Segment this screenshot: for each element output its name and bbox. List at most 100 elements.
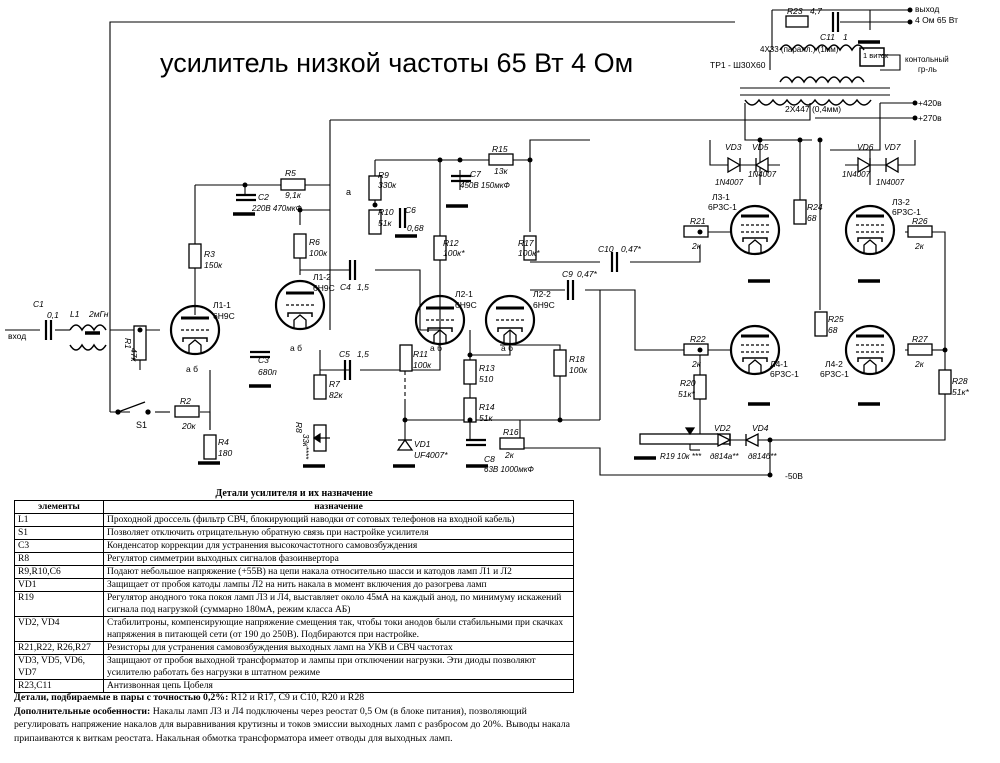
r12-label: R12 (443, 238, 459, 248)
vd4-label: VD4 (752, 423, 769, 433)
c7-value: 450В 150мкФ (460, 181, 511, 190)
vd3-type: 1N4007 (715, 178, 744, 187)
l42-type: 6Р3С-1 (820, 369, 849, 379)
l1-label: L1 (70, 309, 80, 319)
r20-value: 51к* (678, 389, 695, 399)
element-cell: S1 (14, 526, 104, 540)
l11-type: 6Н9С (213, 311, 235, 321)
r25-value: 68 (828, 325, 838, 335)
element-cell: VD3, VD5, VD6, VD7 (14, 654, 104, 680)
r23-value: 4,7 (810, 6, 822, 16)
l1-value: 2мГн (88, 309, 109, 319)
c4-label: C4 (340, 282, 351, 292)
r20-label: R20 (680, 378, 696, 388)
r18-label: R18 (569, 354, 585, 364)
r4-value: 180 (218, 448, 232, 458)
parts-table-section: Детали усилителя и их назначение элемент… (14, 487, 574, 693)
r7-label: R7 (329, 379, 340, 389)
secondary-winding-label: 4Х33 (паралл.) (1мм) (760, 45, 839, 54)
feedback-winding-label: 1 виток (863, 51, 889, 60)
r21-label: R21 (690, 216, 706, 226)
r8-label: R8 (294, 422, 304, 433)
r24-value: 68 (807, 213, 817, 223)
r15-label: R15 (492, 144, 508, 154)
r5-label: R5 (285, 168, 296, 178)
l12-pins: а б (290, 343, 302, 353)
c9-label: C9 (562, 269, 573, 279)
r28-label: R28 (952, 376, 968, 386)
r27-value: 2к (914, 359, 925, 369)
transformer-label: ТР1 - Ш30Х60 (710, 60, 766, 70)
r28-value: 51к* (952, 387, 969, 397)
column-header-purpose: назначение (103, 500, 574, 514)
vd7-label: VD7 (884, 142, 901, 152)
extra-features-text: Накалы ламп Л3 и Л4 подключены через рео… (14, 705, 570, 744)
c1-label: C1 (33, 299, 44, 309)
extra-features-title: Дополнительные особенности: (14, 705, 151, 717)
c8-label: C8 (484, 454, 495, 464)
l42-label: Л4-2 (825, 359, 843, 369)
r21-value: 2к (691, 241, 702, 251)
vd2-label: VD2 (714, 423, 731, 433)
l32-label: Л3-2 (892, 197, 910, 207)
r3-value: 150к (204, 260, 223, 270)
vd5-label: VD5 (752, 142, 769, 152)
r3-label: R3 (204, 249, 215, 259)
vd3-label: VD3 (725, 142, 742, 152)
r10-value: 51к (378, 218, 392, 228)
c5-label: C5 (339, 349, 350, 359)
r18-value: 100к (569, 365, 588, 375)
l32-type: 6Р3С-1 (892, 207, 921, 217)
l21-pins: а б (430, 343, 442, 353)
element-cell: C3 (14, 539, 104, 553)
r1-label: R1 (123, 338, 133, 349)
purpose-cell: Проходной дроссель (фильтр СВЧ, блокирую… (103, 513, 574, 527)
matched-pairs-title: Детали, подбираемые в пары с точностью 0… (14, 692, 229, 703)
c5-value: 1,5 (357, 349, 369, 359)
notes-section: Детали, подбираемые в пары с точностью 0… (14, 691, 574, 745)
element-cell: VD1 (14, 578, 104, 592)
r11-label: R11 (413, 349, 428, 359)
c10-value: 0,47* (621, 244, 642, 254)
r6-label: R6 (309, 237, 320, 247)
l21-type: 6Н9С (455, 300, 477, 310)
minus50-label: -50В (785, 471, 803, 481)
purpose-cell: Подают небольшое напряжение (+55В) на це… (103, 565, 574, 579)
r2-label: R2 (180, 396, 191, 406)
r27-label: R27 (912, 334, 928, 344)
r9-label: R9 (378, 170, 389, 180)
column-header-elements: элементы (14, 500, 104, 514)
r14-label: R14 (479, 402, 495, 412)
vd6-type: 1N4007 (842, 170, 871, 179)
c11-value: 1 (843, 32, 848, 42)
r16-label: R16 (503, 427, 519, 437)
node-a-label: а (346, 187, 351, 197)
element-cell: R9,R10,C6 (14, 565, 104, 579)
output-label: выход (915, 4, 939, 14)
c11-label: C11 (820, 32, 835, 42)
vd4-value: д814б** (748, 452, 777, 461)
l41-label: Л4-1 (770, 359, 788, 369)
r23-label: R23 (787, 6, 803, 16)
purpose-cell: Регулятор анодного тока покоя ламп Л3 и … (103, 591, 574, 617)
r12-value: 100к* (443, 248, 465, 258)
c2-value: 220В 470мкФ (251, 204, 303, 213)
r15-value: 13к (494, 166, 508, 176)
l11-label: Л1-1 (213, 300, 231, 310)
l31-type: 6Р3С-1 (708, 202, 737, 212)
l22-type: 6Н9С (533, 300, 555, 310)
amplifier-schematic: усилитель низкой частоты 65 Вт 4 Ом выхо… (5, 4, 969, 481)
extra-features-note: Дополнительные особенности: Накалы ламп … (14, 705, 574, 746)
grl-label: гр-ль (918, 65, 937, 74)
v270-label: +270в (918, 113, 942, 123)
control-label: контольный (905, 55, 949, 64)
schematic-title: усилитель низкой частоты 65 Вт 4 Ом (160, 48, 633, 78)
r24-label: R24 (807, 202, 823, 212)
purpose-cell: Защищают от пробоя выходной трансформато… (103, 654, 574, 680)
purpose-cell: Конденсатор коррекции для устранения выс… (103, 539, 574, 553)
